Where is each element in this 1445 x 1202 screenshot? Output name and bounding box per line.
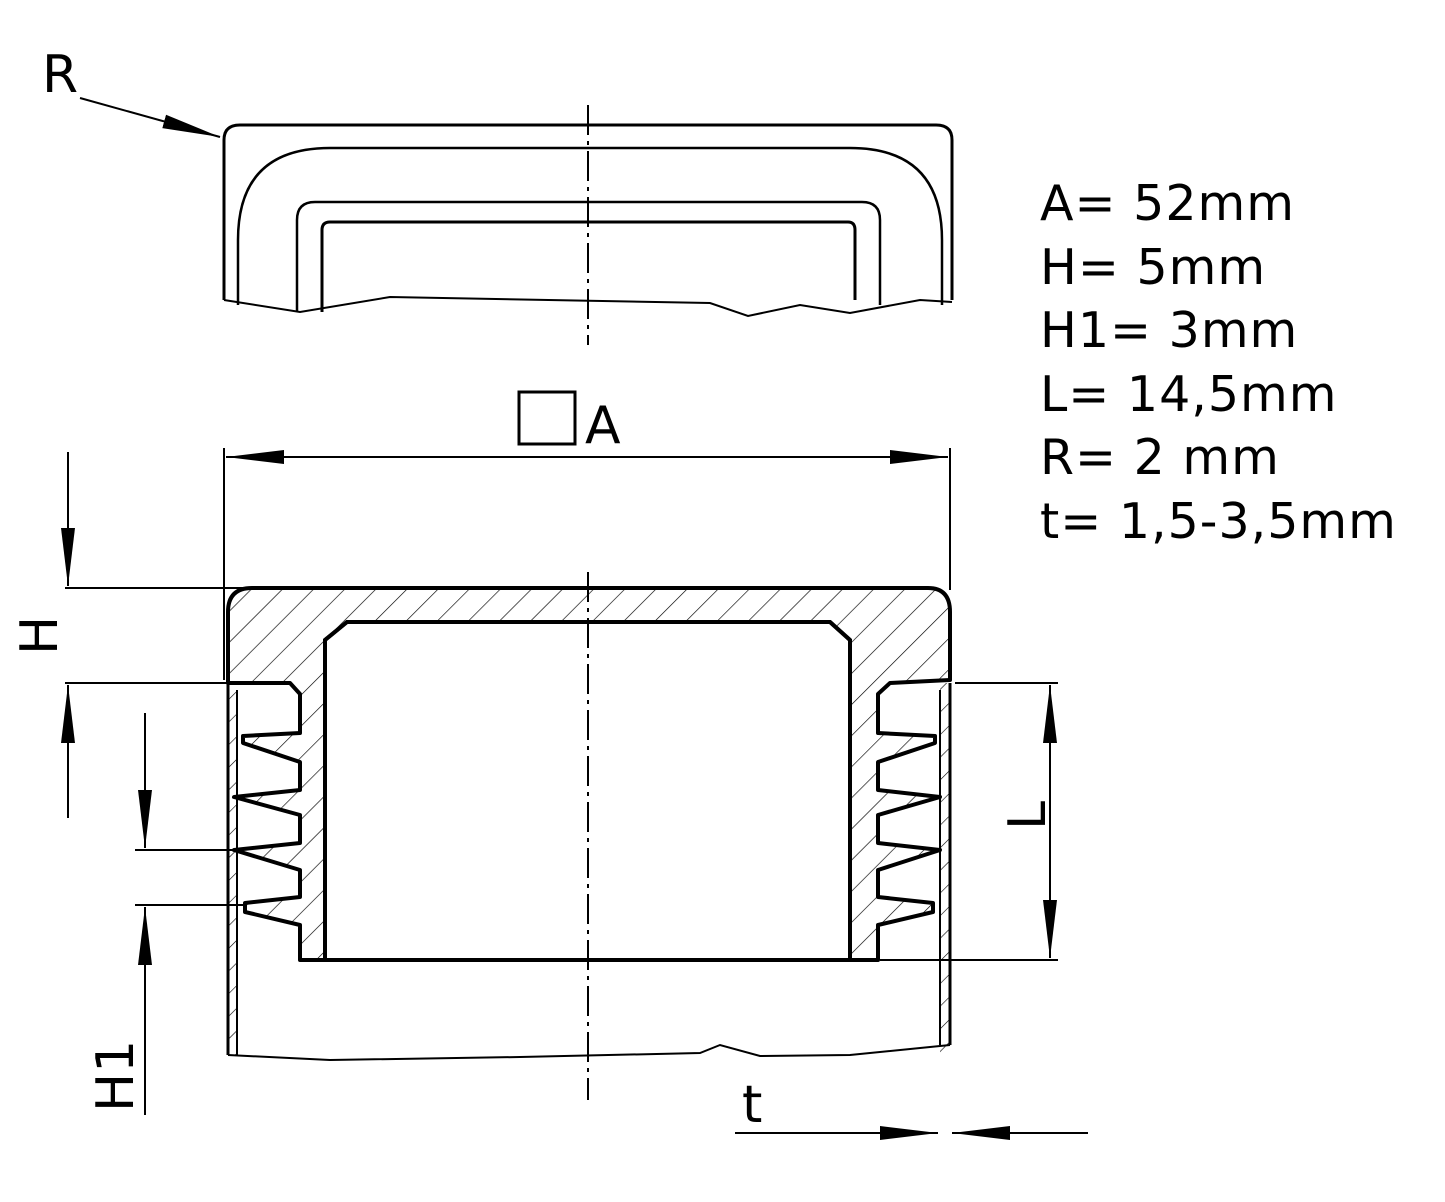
spec-a: A= 52mm [1040,175,1295,232]
radius-leader [79,97,221,138]
plug-section [226,586,952,962]
section-view: A H H1 L t [10,390,1088,1140]
spec-h1: H1= 3mm [1040,302,1299,359]
top-view: R [42,45,954,345]
dimension-h-label: H [10,616,70,655]
dimension-t-label: t [742,1075,762,1135]
spec-h: H= 5mm [1040,238,1267,296]
square-symbol-icon [517,390,577,446]
specifications-list: A= 52mm H= 5mm H1= 3mm L= 14,5mm R= 2 mm… [1040,172,1397,553]
spec-l: L= 14,5mm [1040,365,1338,423]
radius-label: R [42,45,78,105]
dimension-l-label: L [998,801,1058,830]
tube-wall-right [940,683,950,1055]
tube-wall-left [228,683,237,1055]
spec-t: t= 1,5-3,5mm [1040,492,1397,550]
spec-r: R= 2 mm [1040,429,1280,486]
dimension-a-label: A [585,396,621,456]
dimension-h1-label: H1 [86,1040,146,1112]
